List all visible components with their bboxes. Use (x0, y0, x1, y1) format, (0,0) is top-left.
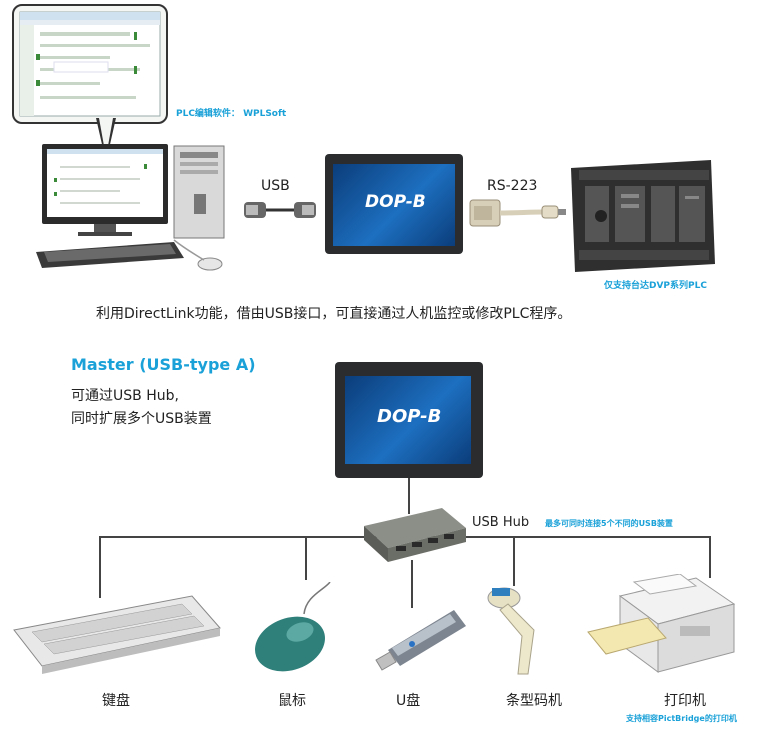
rs-label: RS-223 (487, 178, 538, 194)
plc-note: 仅支持台达DVP系列PLC (604, 281, 707, 291)
barcode-scanner-device (487, 587, 535, 675)
drop-line-barcode (513, 536, 515, 586)
usb-label: USB (261, 178, 290, 194)
printer-device (587, 574, 736, 673)
usb-cable (244, 202, 316, 218)
plc-unit (571, 160, 715, 272)
usb-hub (364, 508, 466, 562)
hmi-screen-bottom (345, 376, 471, 464)
device-label-printer: 打印机 (664, 693, 706, 709)
software-label: PLC编辑软件： WPLSoft (176, 109, 287, 119)
hmi-logo-bottom: DOP-B (377, 406, 442, 427)
printer-note: 支持相容PictBridge的打印机 (626, 714, 737, 723)
software-screenshot (19, 11, 161, 117)
hmi-panel-bottom: DOP-B (335, 362, 483, 478)
hmi-logo-top: DOP-B (365, 192, 426, 212)
rs-cable (469, 199, 566, 227)
mouse-device (255, 582, 331, 672)
device-label-mouse: 鼠标 (278, 693, 306, 709)
hub-label: USB Hub (472, 515, 530, 530)
hub-note: 最多可同时连接5个不同的USB装置 (545, 519, 673, 528)
drop-line-mouse (305, 536, 307, 580)
device-label-barcode: 条型码机 (506, 693, 562, 709)
device-label-usb-drive: U盘 (396, 693, 421, 709)
top-caption: 利用DirectLink功能，借由USB接口，可直接通过人机监控或修改PLC程序… (96, 306, 572, 322)
drop-line-keyboard (99, 536, 101, 598)
master-desc-line1: 可通过USB Hub, (71, 388, 179, 404)
drop-line-usb-drive (411, 560, 413, 608)
hmi-to-hub-line (408, 478, 410, 514)
hmi-panel-top: DOP-B (325, 154, 463, 254)
usb-drive-device (375, 610, 466, 671)
hmi-screen-top (333, 164, 455, 246)
keyboard-device (13, 595, 221, 674)
pc-computer (36, 144, 225, 271)
device-label-keyboard: 键盘 (102, 693, 130, 709)
software-screenshot-bubble (12, 4, 168, 124)
master-desc-line2: 同时扩展多个USB装置 (71, 411, 212, 427)
master-title: Master (USB-type A) (71, 355, 256, 374)
drop-line-printer (709, 536, 711, 578)
